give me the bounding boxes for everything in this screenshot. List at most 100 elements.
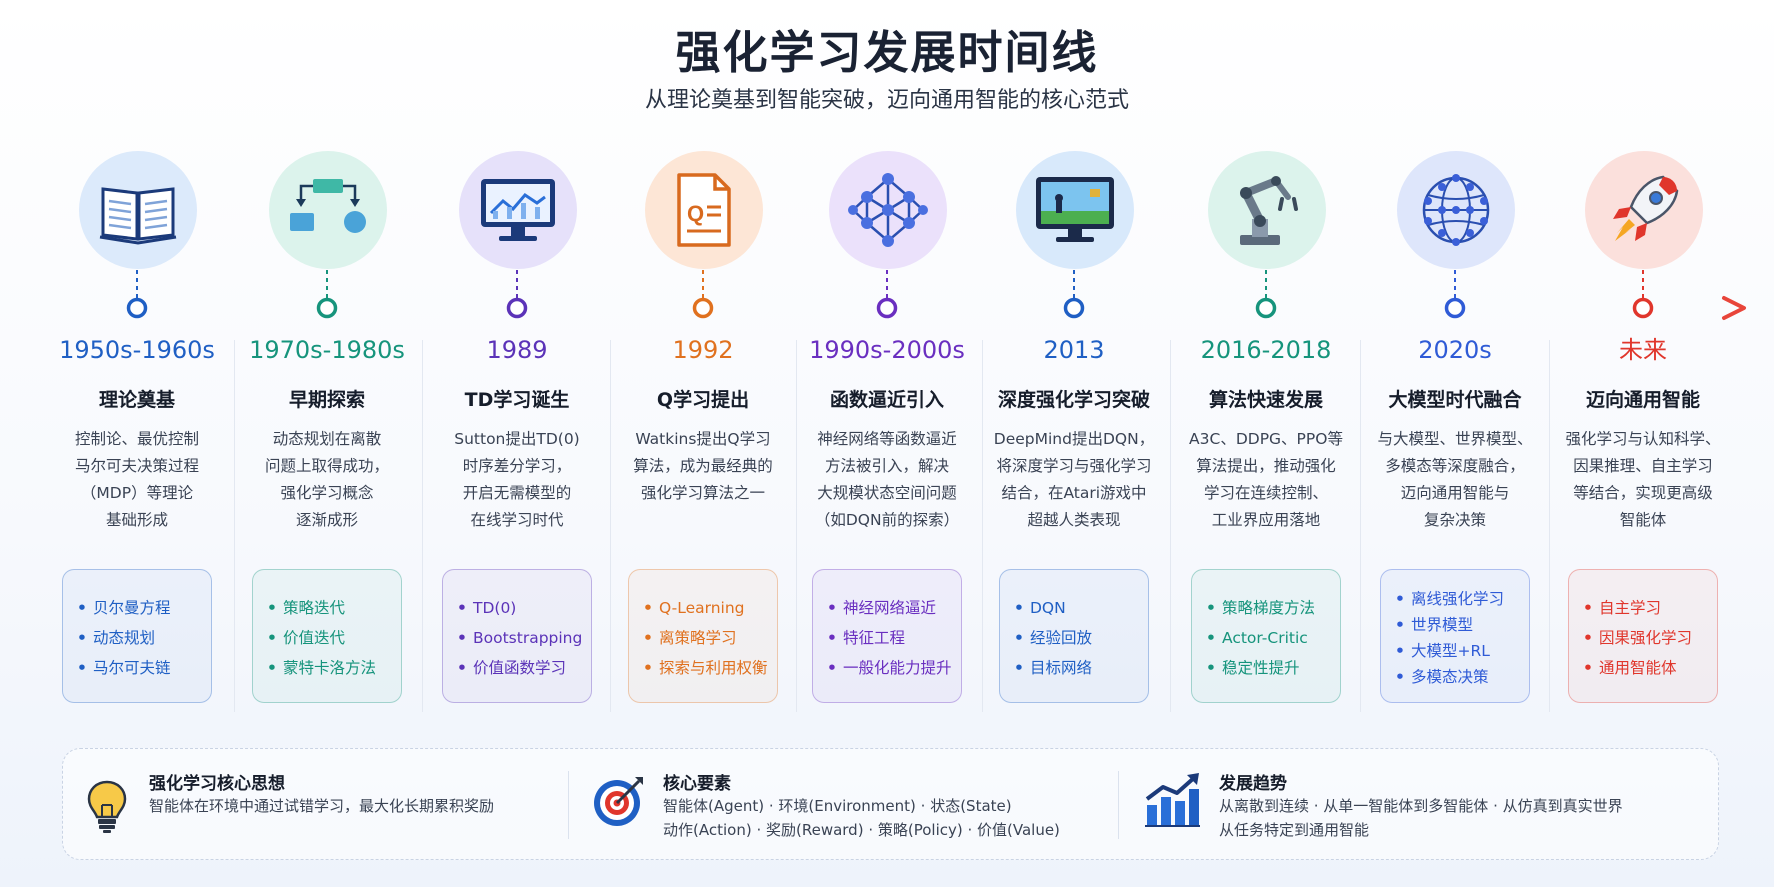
bullet-icon: • <box>827 659 837 677</box>
stage-year: 2016-2018 <box>1200 336 1332 364</box>
key-point-text: 策略迭代 <box>283 599 346 617</box>
core-idea-title: 强化学习核心思想 <box>149 774 285 794</box>
key-point: •目标网络 <box>1014 653 1138 683</box>
stage-key-points-card: •自主学习•因果强化学习•通用智能体 <box>1568 569 1718 703</box>
key-point: • 蒙特卡洛方法 <box>267 653 391 683</box>
stage-heading: 深度强化学习突破 <box>997 389 1150 411</box>
stage-description-line: 逐渐成形 <box>295 511 358 529</box>
key-point-text: 马尔可夫链 <box>93 659 171 677</box>
stage-description-line: Watkins提出Q学习 <box>635 430 771 448</box>
key-point-text: 探索与利用权衡 <box>659 659 768 677</box>
bullet-icon: • <box>1395 668 1405 686</box>
stage-heading: 大模型时代融合 <box>1388 389 1522 411</box>
target-icon <box>594 777 643 826</box>
bullet-icon: • <box>1583 659 1593 677</box>
stage-key-points-card: •策略梯度方法•Actor-Critic • 稳定性提升 <box>1191 569 1341 703</box>
stage-description: 神经网络等函数逼近方法被引入，解决大规模状态空间问题（如DQN前的探索） <box>794 426 980 538</box>
column-divider <box>234 340 235 712</box>
stage-heading: 函数逼近引入 <box>829 389 944 411</box>
key-point-text: 稳定性提升 <box>1222 659 1300 677</box>
key-point: •价值函数学习 <box>457 653 581 683</box>
key-point: • 多模态决策 <box>1395 664 1519 690</box>
key-point: •TD(0) <box>457 593 581 623</box>
timeline-node <box>1444 297 1466 319</box>
key-point: •自主学习 <box>1583 593 1707 623</box>
book-icon <box>99 187 177 245</box>
key-point: • 策略迭代 <box>267 593 391 623</box>
column-divider <box>1360 340 1361 712</box>
stage-description-line: 强化学习与认知科学、 <box>1565 430 1721 448</box>
key-point: •价值迭代 <box>267 623 391 653</box>
stage-description-line: A3C、DDPG、PPO等 <box>1189 430 1343 448</box>
key-point-text: 通用智能体 <box>1599 659 1677 677</box>
key-point: •Actor-Critic <box>1206 623 1330 653</box>
key-point-text: 神经网络逼近 <box>843 599 937 617</box>
key-point: • 探索与利用权衡 <box>643 653 768 683</box>
stage-description-line: 方法被引入，解决 <box>824 457 949 475</box>
stage-key-points-card: • 策略迭代 •价值迭代 • 蒙特卡洛方法 <box>252 569 402 703</box>
bullet-icon: • <box>1014 629 1024 647</box>
bullet-icon: • <box>457 599 467 617</box>
stage-description-line: 问题上取得成功， <box>264 457 389 475</box>
bullet-icon: • <box>643 659 653 677</box>
stage-description-line: 神经网络等函数逼近 <box>817 430 957 448</box>
stage-description-line: 学习在连续控制、 <box>1203 484 1328 502</box>
stage-heading: 迈向通用智能 <box>1585 389 1700 411</box>
key-point: •策略梯度方法 <box>1206 593 1330 623</box>
stage-key-points-card: •Q-Learning•离策略学习•探索与利用权衡 <box>628 569 778 703</box>
timeline-node <box>506 297 528 319</box>
stage-description-line: 超越人类表现 <box>1027 511 1121 529</box>
column-divider <box>796 340 797 712</box>
stage-year: 1989 <box>486 336 548 364</box>
stage-description-line: 多模态等深度融合， <box>1385 457 1525 475</box>
trends-section: 发展趋势 从离散到连续 · 从单一智能体到多智能体 · 从仿真到真实世界 从任务… <box>1143 749 1703 861</box>
lightbulb-icon <box>87 780 127 833</box>
timeline-axis <box>32 270 1746 320</box>
stage-description-line: 控制论、最优控制 <box>74 430 199 448</box>
bullet-icon: • <box>457 629 467 647</box>
key-point-text: 多模态决策 <box>1411 668 1489 686</box>
bullet-icon: • <box>77 659 87 677</box>
key-point-text: 目标网络 <box>1030 659 1093 677</box>
bullet-icon: • <box>267 599 277 617</box>
bullet-icon: • <box>1206 659 1216 677</box>
key-point-text: 离线强化学习 <box>1411 590 1505 608</box>
key-point-text: 蒙特卡洛方法 <box>283 659 377 677</box>
section-divider <box>568 771 569 839</box>
timeline-node <box>1255 297 1277 319</box>
stage-year: 1950s-1960s <box>59 336 215 364</box>
key-point: • 稳定性提升 <box>1206 653 1330 683</box>
section-divider <box>1118 771 1119 839</box>
key-point-text: 大模型+RL <box>1411 642 1490 660</box>
stage-heading: 算法快速发展 <box>1208 389 1323 411</box>
stage-description-line: 工业界应用落地 <box>1211 511 1321 529</box>
stage-description-line: 结合，在Atari游戏中 <box>1001 484 1147 502</box>
column-divider <box>422 340 423 712</box>
core-elements-line-2: 动作(Action) · 奖励(Reward) · 策略(Policy) · 价… <box>663 821 1060 839</box>
stage-description: A3C、DDPG、PPO等算法提出，推动强化学习在连续控制、工业界应用落地 <box>1173 426 1359 538</box>
bullet-icon: • <box>267 659 277 677</box>
key-point-text: 经验回放 <box>1030 629 1093 647</box>
key-point-text: Actor-Critic <box>1222 629 1308 647</box>
stage-key-points-card: •神经网络逼近•特征工程•一般化能力提升 <box>812 569 962 703</box>
key-point-text: Q-Learning <box>659 599 745 617</box>
key-point: •动态规划 <box>77 623 201 653</box>
timeline-node <box>126 297 148 319</box>
key-point-text: 离策略学习 <box>659 629 737 647</box>
key-point-text: 特征工程 <box>843 629 906 647</box>
key-point: • 神经网络逼近 <box>827 593 951 623</box>
stage-description-line: （MDP）等理论 <box>80 484 194 502</box>
stage-description: 动态规划在离散问题上取得成功，强化学习概念逐渐成形 <box>234 426 420 538</box>
key-point-text: DQN <box>1030 599 1066 617</box>
core-elements-line-1: 智能体(Agent) · 环境(Environment) · 状态(State) <box>663 797 1012 815</box>
bullet-icon: • <box>457 659 467 677</box>
growth-chart-icon <box>1145 773 1200 827</box>
bullet-icon: • <box>827 599 837 617</box>
stage-description-line: 大规模状态空间问题 <box>817 484 957 502</box>
game-monitor-icon <box>1036 177 1114 242</box>
stage-description: 控制论、最优控制马尔可夫决策过程（MDP）等理论基础形成 <box>44 426 230 538</box>
stage-description-line: 复杂决策 <box>1423 511 1486 529</box>
